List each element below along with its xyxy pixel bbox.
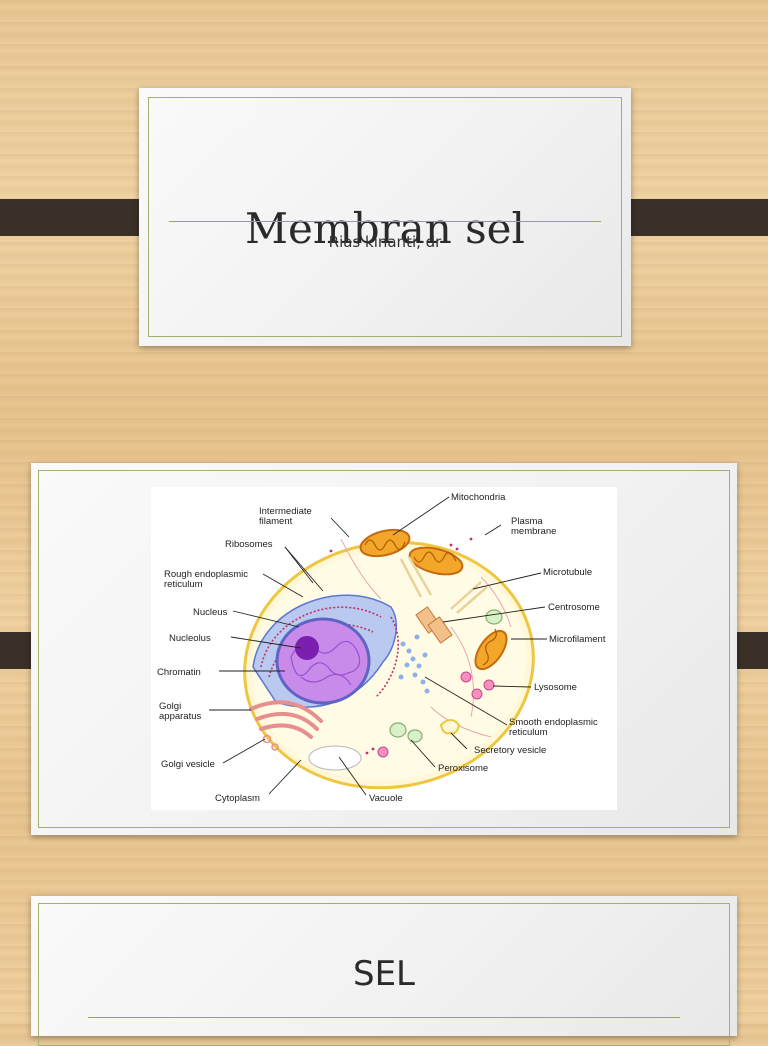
peroxisome-shape [389, 722, 407, 738]
slide-border [148, 97, 622, 337]
slide-title[interactable]: Membran sel Rias kinanti, dr [139, 88, 631, 346]
label-vacuole: Vacuole [369, 793, 403, 804]
label-golgi-apparatus: apparatus [159, 711, 202, 722]
slide-border [38, 470, 730, 828]
golgi-vesicle-shape [271, 743, 279, 751]
centrosome-shape [415, 606, 453, 644]
label-peroxisome: Peroxisome [438, 763, 488, 774]
slide-sel[interactable]: SEL [31, 896, 737, 1046]
label-nucleolus: Nucleolus [169, 633, 211, 644]
label-smooth-er: Smooth endoplasmic [509, 717, 598, 728]
label-lysosome: Lysosome [534, 682, 577, 693]
smooth-er-shape [398, 634, 430, 694]
label-secretory-vesicle: Secretory vesicle [474, 745, 546, 756]
label-smooth-er: reticulum [509, 727, 548, 738]
label-cytoplasm: Cytoplasm [215, 793, 260, 804]
label-plasma-membrane: membrane [511, 526, 556, 537]
label-golgi-apparatus: Golgi [159, 701, 181, 712]
filament-shape [340, 538, 512, 738]
mitochondrion-shape [408, 546, 464, 576]
lysosome-shape [483, 679, 495, 691]
nucleolus-shape [295, 636, 319, 660]
title-divider [169, 221, 601, 222]
slide-tab-left [0, 199, 155, 236]
chromatin-shape [300, 673, 352, 686]
animal-cell-diagram: Intermediate filament Ribosomes Rough en… [151, 487, 617, 810]
label-chromatin: Chromatin [157, 667, 201, 678]
label-ribosomes: Ribosomes [225, 539, 273, 550]
slide-subtitle: Rias kinanti, dr [328, 233, 442, 251]
label-rough-er: Rough endoplasmic [164, 569, 248, 580]
label-plasma-membrane: Plasma [511, 516, 543, 527]
label-intermediate-filament: filament [259, 516, 293, 527]
slide-title-text: Membran sel [245, 204, 525, 253]
ribosomes-shape [329, 537, 473, 755]
slide-cell-diagram[interactable]: Intermediate filament Ribosomes Rough en… [31, 463, 737, 835]
lysosome-shape [377, 746, 389, 758]
leader-lines [209, 496, 547, 796]
label-microfilament: Microfilament [549, 634, 606, 645]
label-mitochondria: Mitochondria [451, 492, 506, 503]
label-microtubule: Microtubule [543, 567, 592, 578]
secretory-vesicle-shape [439, 719, 461, 735]
slide-tab-right [613, 199, 768, 236]
label-centrosome: Centrosome [548, 602, 600, 613]
label-golgi-vesicle: Golgi vesicle [161, 759, 215, 770]
nucleus-shape [275, 617, 371, 705]
label-intermediate-filament: Intermediate [259, 506, 312, 517]
slide-title-text: SEL [352, 954, 415, 994]
lysosome-shape [460, 671, 472, 683]
peroxisome-shape [485, 609, 503, 625]
golgi-vesicle-shape [262, 734, 272, 744]
label-rough-er: reticulum [164, 579, 203, 590]
mitochondrion-shape [474, 628, 508, 671]
microtubule-shape [399, 556, 488, 614]
peroxisome-shape [407, 729, 423, 743]
mitochondrion-shape [359, 528, 411, 558]
vacuole-shape [308, 745, 362, 771]
lysosome-shape [471, 688, 483, 700]
label-nucleus: Nucleus [193, 607, 228, 618]
rough-er-shape [375, 616, 399, 698]
golgi-apparatus-shape [249, 700, 323, 739]
title-divider [88, 1017, 680, 1018]
rough-er-shape [260, 606, 382, 668]
